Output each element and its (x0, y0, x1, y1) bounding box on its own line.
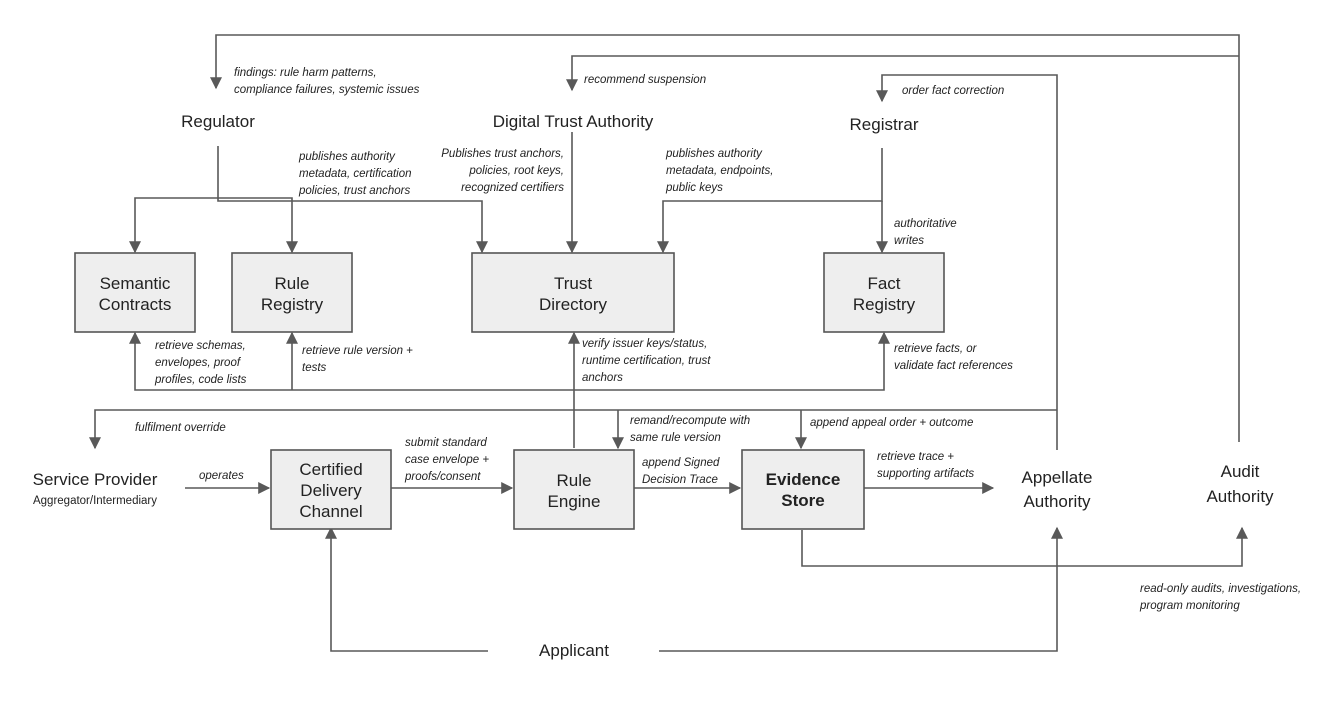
label-retrieve-facts-2: validate fact references (894, 360, 1013, 372)
rule-registry-label-2: Registry (261, 295, 324, 314)
label-retrieve-schemas-2: envelopes, proof (155, 357, 242, 369)
audit-authority-label-2: Authority (1206, 487, 1274, 506)
edge-appellate-to-registrar (876, 74, 1058, 450)
label-regulator-publishes-1: publishes authority (298, 151, 396, 163)
label-fulfilment-override: fulfilment override (135, 422, 226, 434)
label-verify-issuer-3: anchors (582, 372, 623, 384)
edge-audit-to-dta (566, 55, 1239, 92)
label-retrieve-facts-1: retrieve facts, or (894, 343, 978, 355)
edge-audit-to-regulator (210, 34, 1240, 442)
label-retrieve-trace-1: retrieve trace + (877, 451, 954, 463)
label-recommend-suspension: recommend suspension (584, 74, 706, 86)
semantic-contracts-label-2: Contracts (99, 295, 172, 314)
label-regulator-publishes-3: policies, trust anchors (298, 185, 410, 197)
label-remand-1: remand/recompute with (630, 415, 750, 427)
edge-registrar-to-trust-directory (657, 148, 883, 254)
regulator-node: Regulator (181, 112, 255, 131)
label-retrieve-schemas-3: profiles, code lists (154, 374, 247, 386)
label-authoritative-writes-1: authoritative (894, 218, 957, 230)
fact-registry-label-1: Fact (867, 274, 900, 293)
service-provider-subtitle: Aggregator/Intermediary (33, 495, 157, 507)
label-append-appeal: append appeal order + outcome (810, 417, 973, 429)
digital-trust-authority-node: Digital Trust Authority (493, 112, 654, 131)
label-retrieve-rule-version-1: retrieve rule version + (302, 345, 413, 357)
trust-directory-label-1: Trust (554, 274, 592, 293)
edge-appellate-fulfilment-override (89, 409, 1057, 450)
rule-registry-label-1: Rule (275, 274, 310, 293)
appellate-authority-label-2: Authority (1023, 492, 1091, 511)
rule-registry-box: Rule Registry (231, 252, 353, 333)
label-order-fact-correction: order fact correction (902, 85, 1004, 97)
appellate-authority-label-1: Appellate (1022, 468, 1093, 487)
label-retrieve-rule-version-2: tests (302, 362, 327, 374)
label-operates: operates (199, 470, 244, 482)
evidence-store-box: Evidence Store (741, 449, 865, 530)
fact-registry-label-2: Registry (853, 295, 916, 314)
edge-engine-to-fact-registry (574, 331, 890, 391)
label-registrar-publishes-1: publishes authority (665, 148, 763, 160)
label-append-trace-1: append Signed (642, 457, 720, 469)
label-findings-2: compliance failures, systemic issues (234, 84, 420, 96)
label-registrar-publishes-3: public keys (665, 182, 723, 194)
label-read-only-1: read-only audits, investigations, (1140, 583, 1301, 595)
rule-engine-box: Rule Engine (513, 449, 635, 530)
certified-delivery-label-1: Certified (299, 460, 362, 479)
label-read-only-2: program monitoring (1139, 600, 1240, 612)
label-registrar-publishes-2: metadata, endpoints, (666, 165, 773, 177)
edge-engine-to-semantic (129, 331, 574, 391)
rule-engine-label-1: Rule (557, 471, 592, 490)
certified-delivery-label-2: Delivery (300, 481, 362, 500)
applicant-node: Applicant (539, 641, 609, 660)
label-dta-publishes-3: recognized certifiers (461, 182, 564, 194)
certified-delivery-label-3: Channel (299, 502, 362, 521)
label-submit-envelope-3: proofs/consent (404, 471, 481, 483)
certified-delivery-channel-box: Certified Delivery Channel (270, 449, 392, 530)
evidence-store-label-1: Evidence (766, 470, 841, 489)
label-submit-envelope-2: case envelope + (405, 454, 489, 466)
label-retrieve-schemas-1: retrieve schemas, (155, 340, 246, 352)
label-remand-2: same rule version (630, 432, 721, 444)
audit-authority-label-1: Audit (1221, 462, 1260, 481)
label-regulator-publishes-2: metadata, certification (299, 168, 412, 180)
label-append-trace-2: Decision Trace (642, 474, 718, 486)
registrar-node: Registrar (850, 115, 919, 134)
label-verify-issuer-1: verify issuer keys/status, (582, 338, 707, 350)
label-dta-publishes-1: Publishes trust anchors, (441, 148, 564, 160)
label-retrieve-trace-2: supporting artifacts (877, 468, 974, 480)
trust-directory-box: Trust Directory (471, 252, 675, 333)
edge-regulator-to-semantic (129, 146, 219, 254)
edge-applicant-to-appellate (659, 526, 1063, 652)
rule-engine-label-2: Engine (548, 492, 601, 511)
semantic-contracts-label-1: Semantic (100, 274, 171, 293)
fact-registry-box: Fact Registry (823, 252, 945, 333)
edge-regulator-to-trust-directory (217, 198, 488, 254)
label-findings-1: findings: rule harm patterns, (234, 67, 377, 79)
label-submit-envelope-1: submit standard (405, 437, 487, 449)
edge-applicant-to-delivery (325, 526, 488, 652)
label-verify-issuer-2: runtime certification, trust (582, 355, 711, 367)
edge-evidence-to-audit (801, 526, 1248, 567)
service-provider-node: Service Provider (33, 470, 158, 489)
label-authoritative-writes-2: writes (894, 235, 924, 247)
label-dta-publishes-2: policies, root keys, (468, 165, 564, 177)
semantic-contracts-box: Semantic Contracts (74, 252, 196, 333)
edge-regulator-to-rule-registry (218, 197, 298, 254)
trust-directory-label-2: Directory (539, 295, 608, 314)
evidence-store-label-2: Store (781, 491, 824, 510)
